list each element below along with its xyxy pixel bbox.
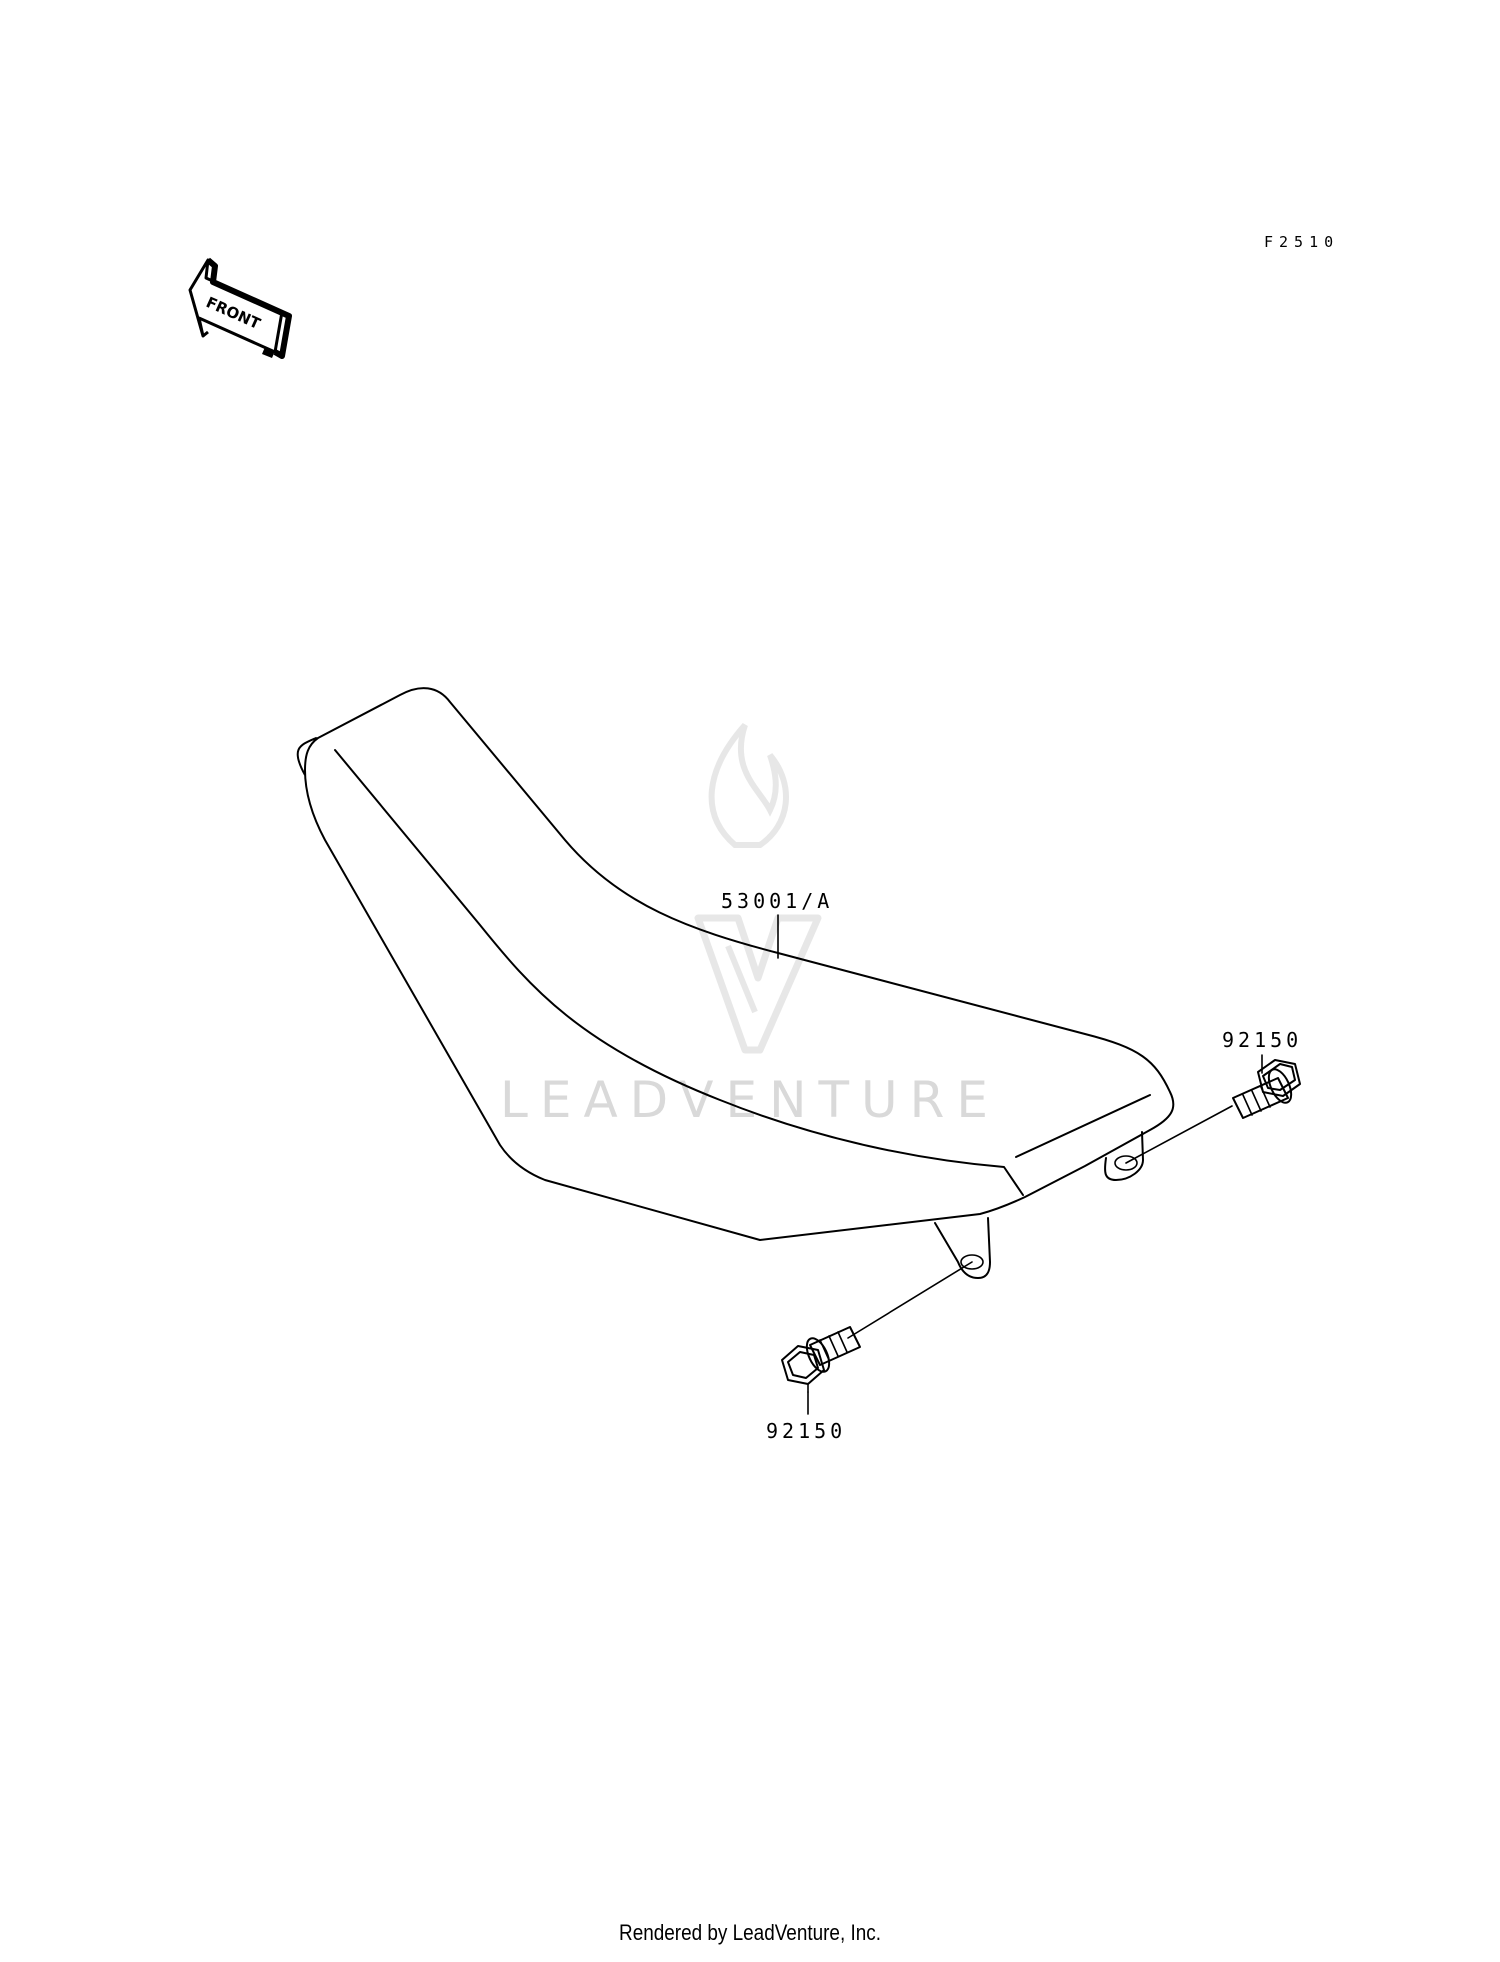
watermark-text: LEADVENTURE (500, 1071, 1000, 1129)
leadventure-watermark: LEADVENTURE (500, 723, 1000, 1129)
bolt-left-icon (781, 1261, 973, 1393)
part-label-seat: 53001/A (721, 889, 833, 913)
front-arrow-icon: FRONT (188, 257, 292, 359)
rendered-by-credit: Rendered by LeadVenture, Inc. (619, 1920, 881, 1945)
part-label-bolt-right: 92150 (1222, 1028, 1302, 1052)
diagram-code: F2510 (1264, 233, 1339, 251)
leadventure-logo-icon (694, 723, 822, 1054)
part-label-bolt-left: 92150 (766, 1419, 846, 1443)
seat-drawing (296, 687, 1175, 1279)
bolt-right-icon (1125, 1059, 1301, 1164)
